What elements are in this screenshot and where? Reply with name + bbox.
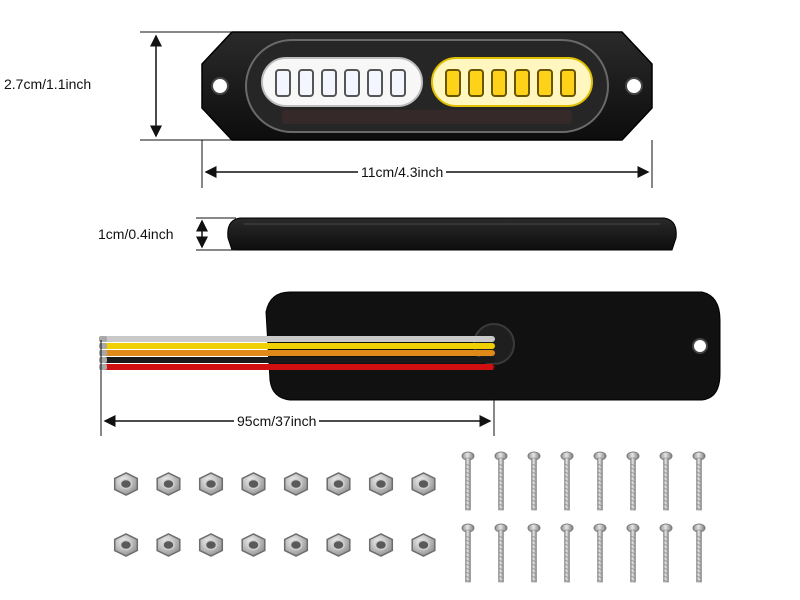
- screw: [494, 451, 508, 511]
- light-front-view: [201, 31, 653, 141]
- screw: [461, 523, 475, 583]
- back-mount-hole: [692, 338, 708, 354]
- nut-set: [113, 472, 436, 557]
- depth-dimension: [196, 217, 236, 251]
- depth-label: 1cm/0.4inch: [98, 226, 174, 242]
- hex-nut: [326, 533, 351, 557]
- white-led: [367, 69, 383, 97]
- wire: [101, 364, 495, 370]
- wire-tip: [99, 336, 107, 342]
- circuit-strip: [282, 110, 572, 124]
- hex-nut: [198, 472, 224, 496]
- screw: [461, 451, 475, 511]
- wire: [101, 357, 495, 363]
- wire: [101, 336, 495, 342]
- hex-nut: [368, 472, 394, 496]
- screw: [692, 451, 706, 511]
- cable-length-label: 95cm/37inch: [234, 413, 320, 429]
- screw: [692, 523, 706, 583]
- amber-led: [491, 69, 507, 97]
- screw-set: [461, 451, 706, 583]
- hex-nut: [241, 472, 266, 496]
- screw: [593, 523, 607, 583]
- wire-tip: [99, 364, 107, 370]
- wire-bundle: [99, 336, 495, 370]
- screw: [659, 523, 673, 583]
- mount-hole-right: [625, 77, 643, 95]
- screw: [560, 451, 574, 511]
- wire: [101, 350, 495, 356]
- wire: [101, 343, 495, 349]
- height-label: 2.7cm/1.1inch: [4, 76, 92, 92]
- light-side-profile: [227, 217, 677, 251]
- screw: [527, 451, 541, 511]
- amber-led: [468, 69, 484, 97]
- amber-led: [445, 69, 461, 97]
- hex-nut: [411, 533, 436, 557]
- amber-led: [514, 69, 530, 97]
- wire-tip: [99, 343, 107, 349]
- hex-nut: [156, 472, 181, 496]
- hex-nut: [326, 472, 351, 496]
- amber-led-row: [445, 69, 576, 97]
- hex-nut: [198, 533, 224, 557]
- screw: [626, 523, 640, 583]
- hex-nut: [113, 533, 139, 557]
- screw: [626, 451, 640, 511]
- screw: [659, 451, 673, 511]
- hex-nut: [113, 472, 139, 496]
- screw: [593, 451, 607, 511]
- white-led: [390, 69, 406, 97]
- hex-nut: [368, 533, 394, 557]
- screw: [560, 523, 574, 583]
- white-led: [298, 69, 314, 97]
- hex-nut: [283, 472, 309, 496]
- wire-tip: [99, 357, 107, 363]
- hex-nut: [241, 533, 266, 557]
- side-housing: [227, 217, 677, 251]
- white-led-row: [275, 69, 406, 97]
- height-dimension: [140, 31, 232, 141]
- white-led: [344, 69, 360, 97]
- amber-led: [537, 69, 553, 97]
- hex-nut: [411, 472, 436, 496]
- mount-hole-left: [211, 77, 229, 95]
- white-led: [321, 69, 337, 97]
- wire-tip: [99, 350, 107, 356]
- hex-nut: [283, 533, 309, 557]
- screw: [527, 523, 541, 583]
- amber-led: [560, 69, 576, 97]
- screw: [494, 523, 508, 583]
- hex-nut: [156, 533, 181, 557]
- white-led: [275, 69, 291, 97]
- width-label: 11cm/4.3inch: [358, 164, 447, 180]
